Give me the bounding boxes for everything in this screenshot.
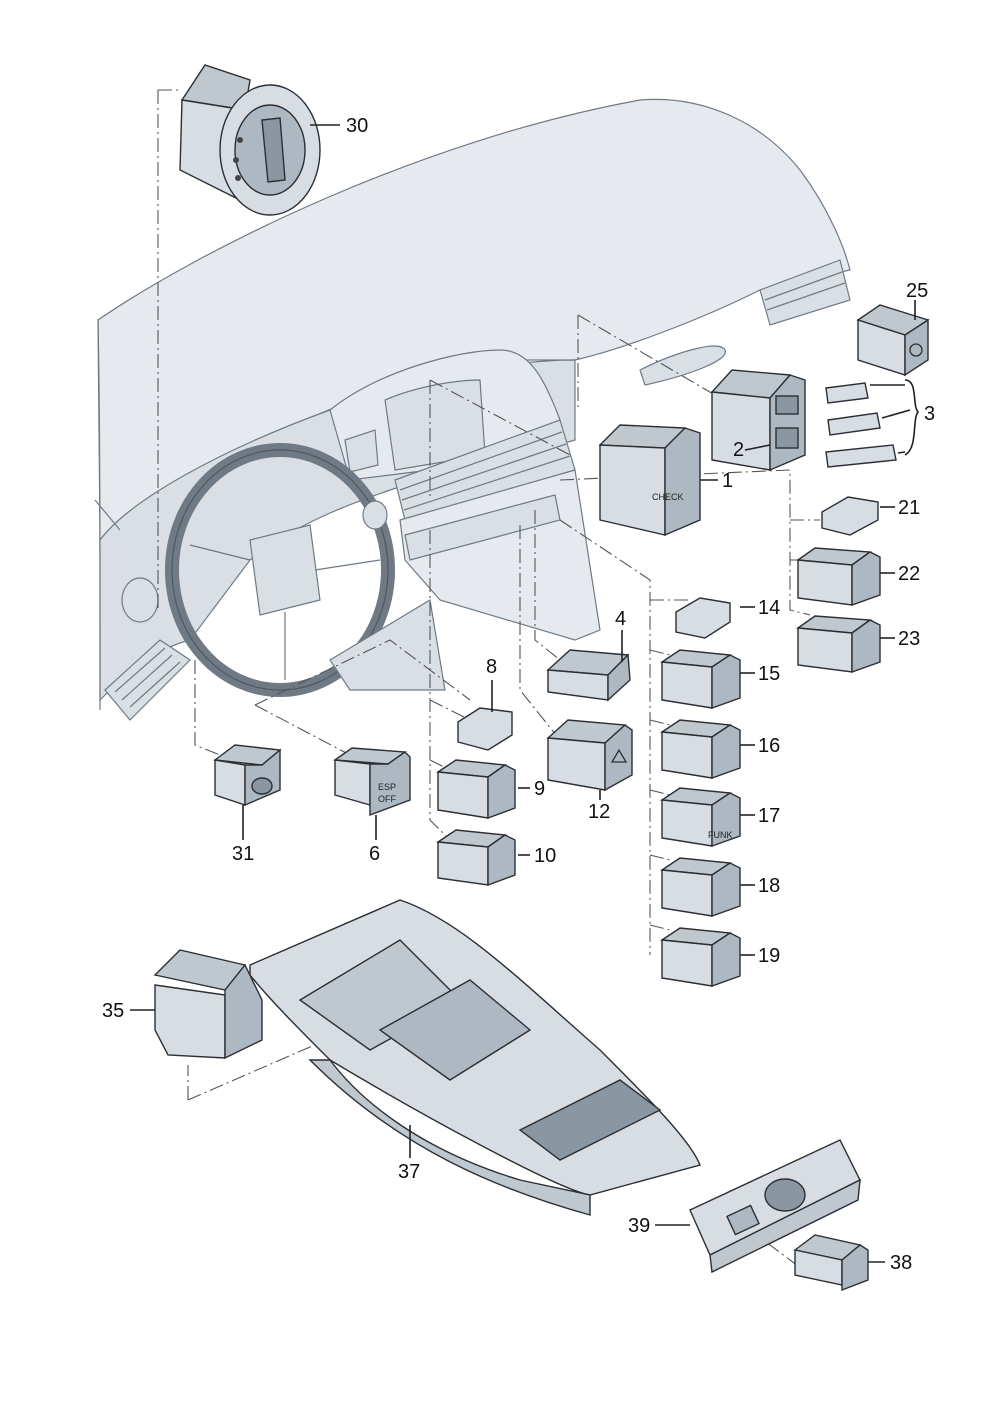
callout-39: 39: [628, 1215, 650, 1237]
callout-10: 10: [534, 845, 556, 867]
part-18-switch: [659, 857, 741, 917]
part-3-blanks: [825, 379, 920, 468]
part-25-switch: [856, 304, 930, 377]
callout-31: 31: [232, 843, 254, 865]
callout-4: 4: [615, 608, 626, 630]
callout-37: 37: [398, 1161, 420, 1183]
part-38-switch: [793, 1234, 869, 1292]
funk-text: FUNK: [708, 830, 733, 840]
callout-12: 12: [588, 801, 610, 823]
callout-17: 17: [758, 805, 780, 827]
part-19-switch: [659, 927, 741, 987]
part-10-switch: [435, 829, 516, 887]
esp-text: ESP: [378, 782, 396, 792]
callout-1: 1: [722, 470, 733, 492]
part-30-light-switch: [179, 64, 321, 216]
callout-25: 25: [906, 280, 928, 302]
part-4-switch-strip: [546, 649, 631, 702]
callout-21: 21: [898, 497, 920, 519]
part-22-switch: [796, 547, 881, 606]
leader-lines: [130, 124, 916, 1263]
callout-16: 16: [758, 735, 780, 757]
callout-19: 19: [758, 945, 780, 967]
part-15-switch: [659, 649, 741, 709]
callout-8: 8: [486, 656, 497, 678]
part-14-blank: [675, 597, 731, 639]
callout-labels: 30 25 3 2 1 21 22 23 4 14 15 8 16 9 12 1…: [102, 115, 935, 1274]
part-16-switch: [659, 719, 741, 779]
part-35-switch: [153, 949, 263, 1060]
check-text: CHECK: [652, 492, 684, 502]
part-17-switch: FUNK: [659, 787, 741, 847]
callout-30: 30: [346, 115, 368, 137]
callout-9: 9: [534, 778, 545, 800]
part-23-switch: [796, 615, 881, 673]
part-37-center-console: [249, 899, 701, 1216]
part-31-switch: [213, 744, 282, 807]
steering-wheel: [165, 443, 395, 697]
callout-38: 38: [890, 1252, 912, 1274]
callout-2: 2: [733, 439, 744, 461]
callout-18: 18: [758, 875, 780, 897]
dashboard-illustration: [94, 98, 851, 721]
callout-6: 6: [369, 843, 380, 865]
callout-3: 3: [924, 403, 935, 425]
part-2-switch-block: [710, 369, 806, 472]
callout-23: 23: [898, 628, 920, 650]
off-text: OFF: [378, 794, 396, 804]
part-1-switch-block: CHECK: [598, 424, 701, 537]
callout-35: 35: [102, 1000, 124, 1022]
part-6-esp-switch: ESP OFF: [333, 747, 411, 817]
part-39-switch-panel: [689, 1139, 861, 1274]
callout-22: 22: [898, 563, 920, 585]
callout-15: 15: [758, 663, 780, 685]
part-12-hazard-switch: [546, 719, 633, 792]
part-8-blank: [457, 707, 513, 751]
callout-14: 14: [758, 597, 780, 619]
part-21-blank: [821, 496, 879, 536]
part-9-switch: [435, 759, 516, 820]
